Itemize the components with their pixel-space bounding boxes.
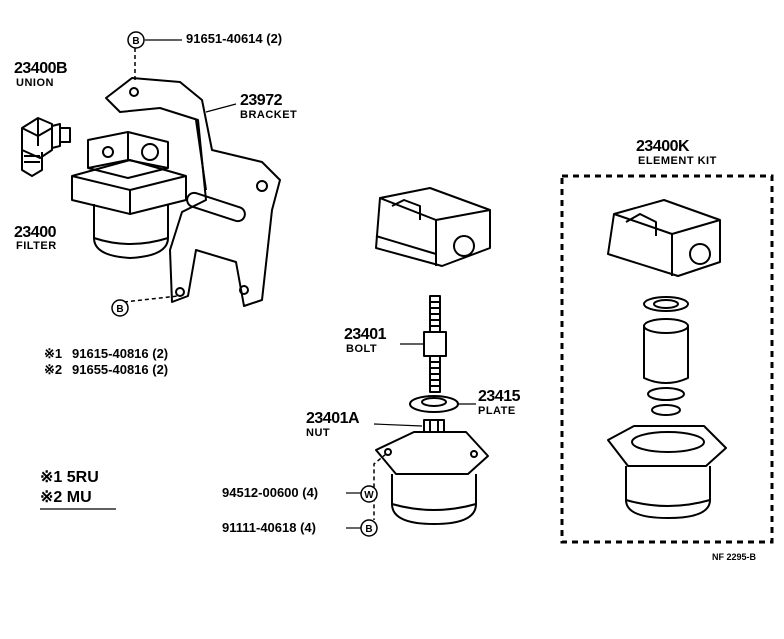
bolt-number: 23401 — [344, 326, 387, 343]
bracket-number: 23972 — [240, 92, 283, 109]
element-kit-frame — [560, 174, 774, 544]
element-kit-number: 23400K — [636, 138, 690, 155]
pointer-lines — [40, 39, 476, 529]
nut-drawing — [423, 419, 445, 433]
svg-text:B: B — [365, 524, 372, 535]
plate-name: PLATE — [478, 405, 516, 417]
svg-text:W: W — [364, 490, 374, 501]
reference-code: NF 2295-B — [712, 552, 757, 562]
note2-part-marker: ※2 — [44, 362, 63, 377]
bolt-name: BOLT — [346, 343, 378, 355]
element-kit-drawing — [607, 199, 727, 519]
note1-part-code: 91615-40816 (2) — [72, 346, 169, 361]
nut-number: 23401A — [306, 410, 360, 427]
bracket-drawing — [105, 77, 281, 307]
housing-top-drawing — [375, 187, 491, 267]
nut-name: NUT — [306, 427, 331, 439]
bracket-bolt-symbol: B — [111, 299, 129, 317]
plate-number: 23415 — [478, 388, 521, 405]
fastener-symbols: B B W B — [111, 31, 378, 537]
bowl-drawing — [375, 431, 489, 525]
union-name: UNION — [16, 77, 54, 89]
filter-name: FILTER — [16, 240, 57, 252]
svg-text:B: B — [116, 304, 123, 315]
legend-note2: ※2 MU — [40, 489, 92, 506]
plate-drawing — [409, 395, 459, 413]
union-fitting-drawing — [21, 117, 71, 177]
bolt-drawing — [423, 295, 447, 393]
union-number: 23400B — [14, 60, 68, 77]
leader-lines — [123, 48, 387, 520]
bottom-bolt-code: 91111-40618 (4) — [222, 520, 316, 535]
top-bolt-code: 91651-40614 (2) — [186, 31, 283, 46]
legend-note1: ※1 5RU — [40, 469, 99, 486]
filter-drawing — [71, 131, 187, 259]
note1-part-marker: ※1 — [44, 346, 63, 361]
washer-code: 94512-00600 (4) — [222, 485, 319, 500]
svg-text:B: B — [132, 36, 139, 47]
bottom-bolt-symbol: B — [360, 519, 378, 537]
element-kit-name: ELEMENT KIT — [638, 155, 717, 167]
note2-part-code: 91655-40816 (2) — [72, 362, 169, 377]
washer-symbol: W — [360, 485, 378, 503]
bracket-name: BRACKET — [240, 109, 298, 121]
top-bolt-symbol: B — [127, 31, 145, 49]
filter-number: 23400 — [14, 224, 57, 241]
